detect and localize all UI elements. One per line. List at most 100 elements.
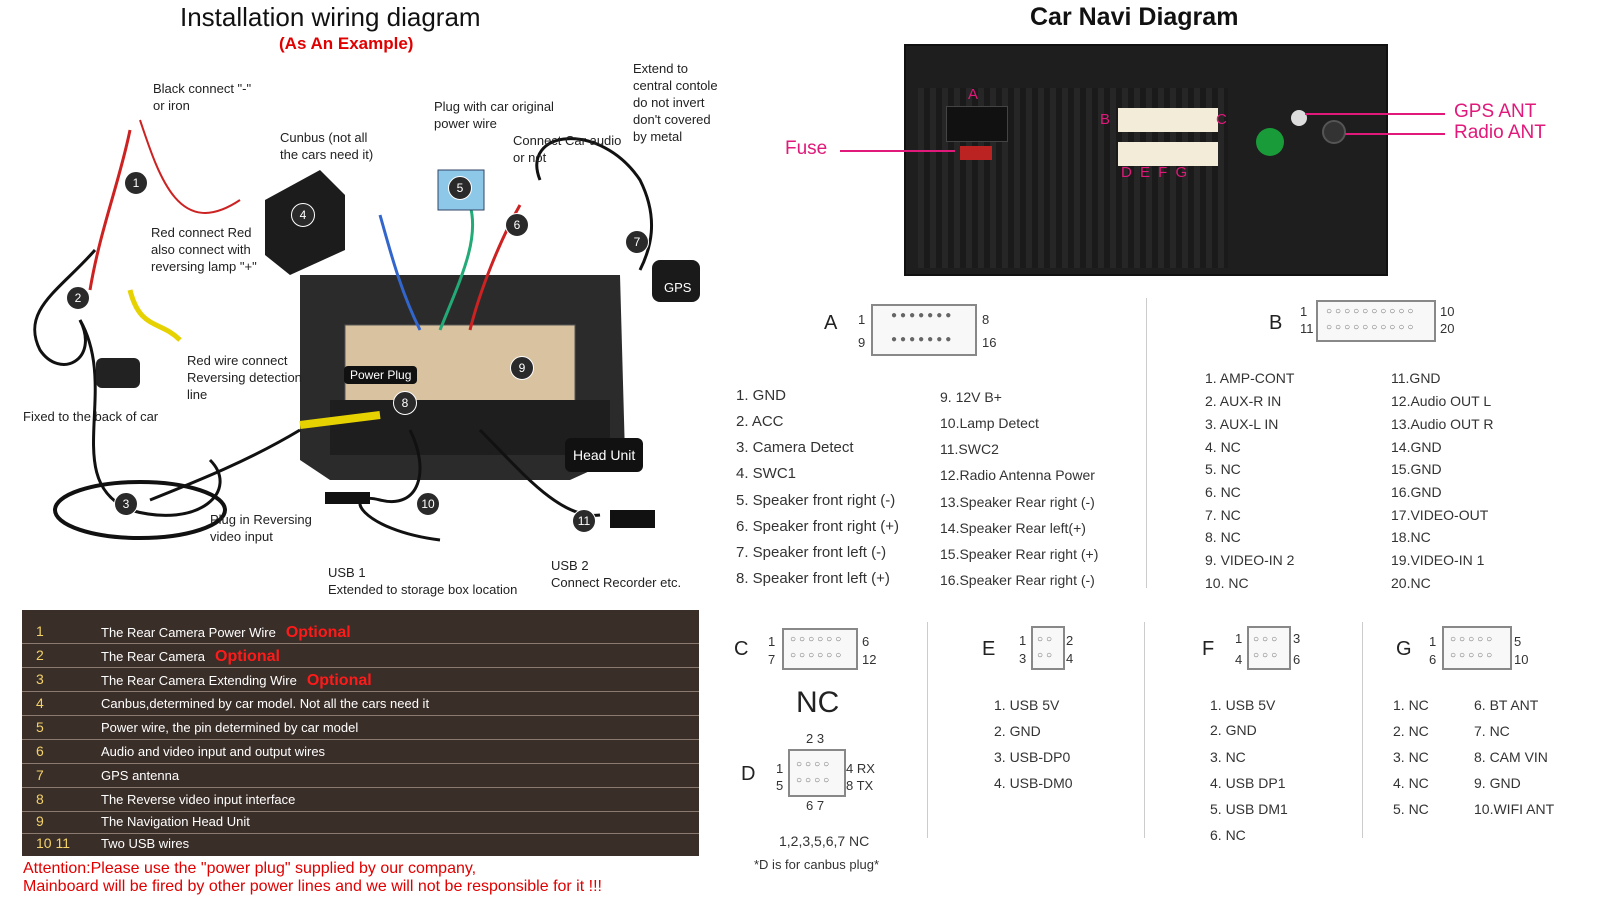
pin-label: 7 xyxy=(768,652,776,667)
connector-d-letter: D xyxy=(741,763,756,785)
divider xyxy=(1146,298,1147,588)
pin-label: 4 xyxy=(1066,651,1074,666)
pin-label: 6 7 xyxy=(806,798,825,813)
gps-ant-pointer xyxy=(1305,113,1445,115)
connector-g-letter: G xyxy=(1396,638,1412,660)
gps-ant-label: GPS ANT xyxy=(1454,101,1537,122)
pin-label: 11 xyxy=(1300,321,1314,336)
g-pin-4: 4. NC xyxy=(1393,775,1429,791)
marker-6: 6 xyxy=(505,213,529,237)
a-pin-11: 11.SWC2 xyxy=(940,441,999,457)
marker-11: 11 xyxy=(572,509,596,533)
callout-canbus: Cunbus (not all the cars need it) xyxy=(280,130,374,162)
connector-d-nc-list: 1,2,3,5,6,7 NC xyxy=(779,833,870,849)
pin-label: 1 xyxy=(1429,634,1437,649)
pin-label: 16 xyxy=(982,335,997,350)
connector-defg-socket xyxy=(1118,142,1218,166)
connector-d-diagram: ○○○○ ○○○○ xyxy=(788,749,846,797)
canbus-note: *D is for canbus plug* xyxy=(754,857,880,872)
a-pin-15: 15.Speaker Rear right (+) xyxy=(940,546,1099,562)
b-pin-18: 18.NC xyxy=(1391,529,1431,545)
b-pin-15: 15.GND xyxy=(1391,461,1442,477)
f-pin-6: 6. NC xyxy=(1210,827,1246,843)
b-pin-9: 9. VIDEO-IN 2 xyxy=(1205,552,1295,568)
divider xyxy=(927,622,928,838)
pin-label: 3 xyxy=(1019,651,1027,666)
b-pin-19: 19.VIDEO-IN 1 xyxy=(1391,552,1485,568)
a-pin-10: 10.Lamp Detect xyxy=(940,415,1039,431)
b-pin-8: 8. NC xyxy=(1205,529,1241,545)
fuse-block xyxy=(960,146,992,160)
radio-ant-label: Radio ANT xyxy=(1454,122,1546,143)
head-unit-bottom xyxy=(330,400,610,455)
a-pin-8: 8. Speaker front left (+) xyxy=(736,570,890,587)
g-pin-9: 9. GND xyxy=(1474,775,1521,791)
f-pin-1: 1. USB 5V xyxy=(1210,697,1276,713)
connector-e-diagram: ○○ ○○ xyxy=(1031,626,1065,670)
b-pin-5: 5. NC xyxy=(1205,461,1241,477)
head-unit-label: Head Unit xyxy=(565,438,644,472)
connector-a-socket xyxy=(946,106,1008,142)
marker-2: 2 xyxy=(66,286,90,310)
radio-ant-port xyxy=(1322,120,1346,144)
connector-e-letter: E xyxy=(982,638,996,660)
a-pin-7: 7. Speaker front left (-) xyxy=(736,544,887,561)
pin-label: 6 xyxy=(1293,652,1301,667)
usb2-plug xyxy=(610,510,655,528)
a-pin-4: 4. SWC1 xyxy=(736,465,797,482)
marker-5: 5 xyxy=(448,176,472,200)
b-pin-20: 20.NC xyxy=(1391,575,1431,591)
g-pin-2: 2. NC xyxy=(1393,723,1429,739)
callout-black-connect: Black connect "-" or iron xyxy=(153,81,252,113)
marker-7: 7 xyxy=(625,230,649,254)
fuse-pointer xyxy=(840,150,955,152)
b-pin-3: 3. AUX-L IN xyxy=(1205,416,1279,432)
pin-label: 12 xyxy=(862,652,877,667)
b-pin-13: 13.Audio OUT R xyxy=(1391,416,1494,432)
e-pin-1: 1. USB 5V xyxy=(994,697,1060,713)
pin-label: 10 xyxy=(1514,652,1529,667)
gps-puck xyxy=(652,260,700,302)
callout-usb2: USB 2 Connect Recorder etc. xyxy=(551,558,682,590)
sticker-icon xyxy=(1256,128,1284,156)
connector-f-diagram: ○○○ ○○○ xyxy=(1247,626,1291,670)
pin-label: 5 xyxy=(1514,634,1522,649)
connector-a-diagram: ●●●●●●● ●●●●●●● xyxy=(871,304,977,356)
label-c: C xyxy=(1216,111,1227,128)
f-pin-5: 5. USB DM1 xyxy=(1210,801,1288,817)
pin-label: 2 xyxy=(1066,633,1074,648)
installation-title: Installation wiring diagram xyxy=(180,2,481,32)
pin-label: 1 xyxy=(776,761,784,776)
a-pin-14: 14.Speaker Rear left(+) xyxy=(940,520,1086,536)
connector-f-letter: F xyxy=(1202,638,1215,660)
pin-label: 9 xyxy=(858,335,866,350)
pin-label: 5 xyxy=(776,778,784,793)
pin-label: 8 xyxy=(982,312,990,327)
callout-red-connect: Red connect Red also connect with revers… xyxy=(151,225,257,274)
connector-bc-socket xyxy=(1118,108,1218,132)
fuse-label: Fuse xyxy=(785,138,828,159)
f-pin-2: 2. GND xyxy=(1210,722,1257,738)
g-pin-10: 10.WIFI ANT xyxy=(1474,801,1555,817)
label-defg: D E F G xyxy=(1121,164,1190,181)
a-pin-1: 1. GND xyxy=(736,387,787,404)
marker-8: 8 xyxy=(393,391,417,415)
callout-red-wire: Red wire connect Reversing detection lin… xyxy=(187,353,302,402)
pin-label: 3 xyxy=(1293,631,1301,646)
usb1-plug xyxy=(325,492,370,504)
pin-label: 1 xyxy=(1235,631,1243,646)
f-pin-4: 4. USB DP1 xyxy=(1210,775,1286,791)
callout-extend: Extend to central contole do not invert … xyxy=(633,61,718,144)
connector-c-letter: C xyxy=(734,638,749,660)
pin-label: 8 TX xyxy=(846,778,874,793)
marker-10: 10 xyxy=(416,492,440,516)
power-plug-label: Power Plug xyxy=(344,366,418,384)
marker-3: 3 xyxy=(114,492,138,516)
callout-fixed: Fixed to the back of car xyxy=(23,409,159,424)
